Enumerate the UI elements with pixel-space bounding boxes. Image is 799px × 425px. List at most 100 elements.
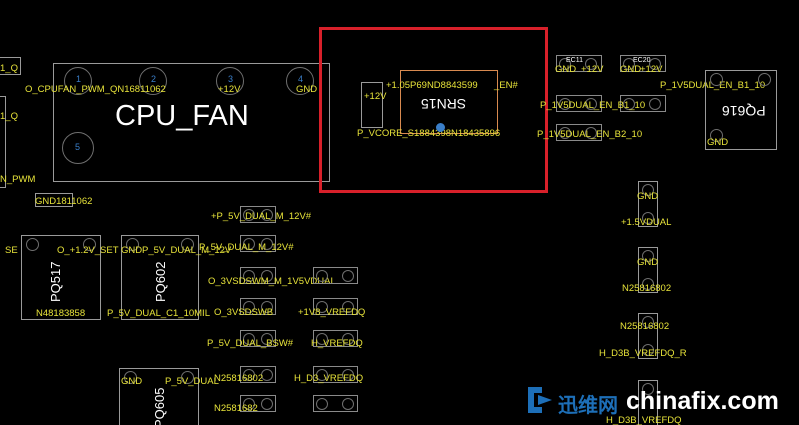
res-r4[interactable] bbox=[240, 298, 276, 315]
pq616-label: PQ616 bbox=[722, 103, 766, 119]
watermark-brand: chinafix.com bbox=[626, 387, 779, 415]
p-1v5dual-b1-net: P_1V5DUAL_EN_B1_10 bbox=[540, 100, 646, 111]
o-3vsdswm-net: O_3VSDSWM_M_1V5VDUAL bbox=[208, 276, 336, 287]
plus1v8-vrefdq-net: +1V8_VREFDQ bbox=[298, 307, 366, 318]
p5v-dual-bsw-net: P_5V_DUAL_BSW# bbox=[207, 338, 294, 349]
res-r14[interactable] bbox=[620, 95, 666, 112]
pq517-mosfet[interactable] bbox=[21, 235, 101, 320]
ec20-pad-b bbox=[649, 58, 661, 70]
p5v-dual-m12v-net-2: P_5V_DUAL_M_12V# bbox=[199, 242, 294, 253]
left-partial-part-2[interactable] bbox=[0, 96, 6, 188]
pq602-pad-1 bbox=[181, 238, 194, 251]
res-r12[interactable] bbox=[313, 395, 358, 412]
res-r15[interactable] bbox=[556, 124, 602, 141]
res-r9-pad-b bbox=[342, 301, 354, 313]
o-12v-set-net: O_+1.2V_SET bbox=[57, 245, 119, 256]
res-r13-pad-a bbox=[559, 98, 571, 110]
pq605-pad-1 bbox=[181, 371, 194, 384]
fan-pin-5 bbox=[62, 132, 94, 164]
res-r11-pad-b bbox=[342, 369, 354, 381]
srn15-resistor-network[interactable] bbox=[400, 70, 498, 134]
pq517-bottom-net: N48183858 bbox=[36, 308, 86, 319]
p-1v5dual-en-b1-net: P_1V5DUAL_EN_B1_10 bbox=[660, 80, 766, 91]
pq517-se-net: SE bbox=[5, 245, 18, 256]
ec11-12v-net: +12V bbox=[581, 64, 604, 75]
fan-pwm-net: O_CPUFAN_PWM_QN16811062 bbox=[25, 84, 166, 95]
p5v-dual-m12v-net-1: +P_5V_DUAL_M_12V# bbox=[211, 211, 312, 222]
small-cap-12v[interactable] bbox=[361, 82, 383, 128]
res-r15-pad-b bbox=[585, 127, 597, 139]
res-r8[interactable] bbox=[313, 267, 358, 284]
pq602-gnd-net: GND bbox=[121, 245, 143, 256]
res-r3-pad-a bbox=[243, 270, 255, 282]
watermark-cn: 迅维网 bbox=[558, 395, 618, 417]
left-partial-part-1[interactable] bbox=[0, 57, 21, 75]
pq517-pad-2 bbox=[26, 238, 39, 251]
left-small-part[interactable] bbox=[35, 193, 73, 207]
ec11-cap[interactable] bbox=[556, 55, 602, 72]
res-r14-pad-a bbox=[623, 98, 635, 110]
res-r3-pad-b bbox=[261, 270, 273, 282]
cap-c2-pad-b bbox=[642, 278, 654, 290]
cpu-fan-connector[interactable]: 1 2 3 4 5 bbox=[53, 63, 330, 182]
res-r7[interactable] bbox=[240, 395, 276, 412]
cap-c2-gnd-net: GND bbox=[637, 257, 659, 268]
h-vrefdq-net: H_VREFDQ bbox=[311, 338, 363, 349]
fan-pin-1-number: 1 bbox=[76, 74, 82, 84]
pq616-mosfet[interactable] bbox=[705, 70, 777, 150]
res-r2[interactable] bbox=[240, 235, 276, 252]
cap-c2-vertical[interactable] bbox=[638, 247, 658, 293]
srn15-bottom-net: P_VCORE_S1884398N18435896 bbox=[357, 128, 501, 139]
fan-pin-3 bbox=[216, 67, 244, 95]
res-r1[interactable] bbox=[240, 206, 276, 223]
res-r3[interactable] bbox=[240, 267, 276, 284]
pq616-pad-1 bbox=[710, 73, 723, 86]
res-r8-pad-b bbox=[342, 270, 354, 282]
fan-gnd-net: GND bbox=[296, 84, 318, 95]
ec20-cap[interactable] bbox=[620, 55, 666, 72]
left-q-net-1: 1_Q bbox=[0, 63, 18, 74]
left-gnd-net: GND1811062 bbox=[35, 196, 93, 207]
pq605-label: PQ605 bbox=[152, 387, 167, 425]
o-3vsdswb-net: O_3VSDSWB bbox=[214, 307, 274, 318]
res-r10-pad-b bbox=[342, 333, 354, 345]
fan-pin-3-number: 3 bbox=[228, 74, 234, 84]
pq602-pad-2 bbox=[126, 238, 139, 251]
h-d3b-vrefdq-net: H_D3B_VREFDQ bbox=[606, 415, 682, 425]
res-r14-pad-b bbox=[649, 98, 661, 110]
res-r5[interactable] bbox=[240, 330, 276, 347]
res-r13[interactable] bbox=[556, 95, 602, 112]
srn15-top-net: +1.05P69ND8843599 bbox=[386, 80, 478, 91]
res-r4-pad-a bbox=[243, 301, 255, 313]
res-r5-pad-b bbox=[261, 333, 273, 345]
cap-c1-vertical[interactable] bbox=[638, 181, 658, 227]
fan-pin-1 bbox=[64, 67, 92, 95]
pq602-bottom-net: P_5V_DUAL_C1_10MIL bbox=[107, 308, 210, 319]
fan-pin-2-number: 2 bbox=[151, 74, 157, 84]
ec11-pad-a bbox=[559, 58, 571, 70]
pq616-pad-2 bbox=[758, 73, 771, 86]
res-r6[interactable] bbox=[240, 366, 276, 383]
pq616-gnd-net: GND bbox=[707, 137, 729, 148]
res-r9[interactable] bbox=[313, 298, 358, 315]
cap-c3-vertical[interactable] bbox=[638, 313, 658, 359]
srn15-en-net: _EN# bbox=[494, 80, 518, 91]
res-r11[interactable] bbox=[313, 366, 358, 383]
n25816802-net-a: N25816802 bbox=[622, 283, 672, 294]
ec20-pad-a bbox=[623, 58, 635, 70]
pq605-mosfet[interactable] bbox=[119, 368, 199, 425]
n25816802-net-c: N25816802 bbox=[214, 373, 264, 384]
small-cap-12v-net: +12V bbox=[364, 91, 387, 102]
res-r2-pad-a bbox=[243, 238, 255, 250]
pq602-label: PQ602 bbox=[153, 261, 168, 302]
res-r11-pad-a bbox=[316, 369, 328, 381]
cap-c4-vertical[interactable] bbox=[638, 380, 658, 425]
pq602-mosfet[interactable] bbox=[121, 235, 199, 320]
res-r7-pad-a bbox=[243, 398, 255, 410]
pq605-gnd-net: GND bbox=[121, 376, 143, 387]
pq605-pad-2 bbox=[124, 371, 137, 384]
res-r10[interactable] bbox=[313, 330, 358, 347]
cap-c1-pad-a bbox=[642, 184, 654, 196]
fan-pin-5-number: 5 bbox=[75, 142, 81, 152]
